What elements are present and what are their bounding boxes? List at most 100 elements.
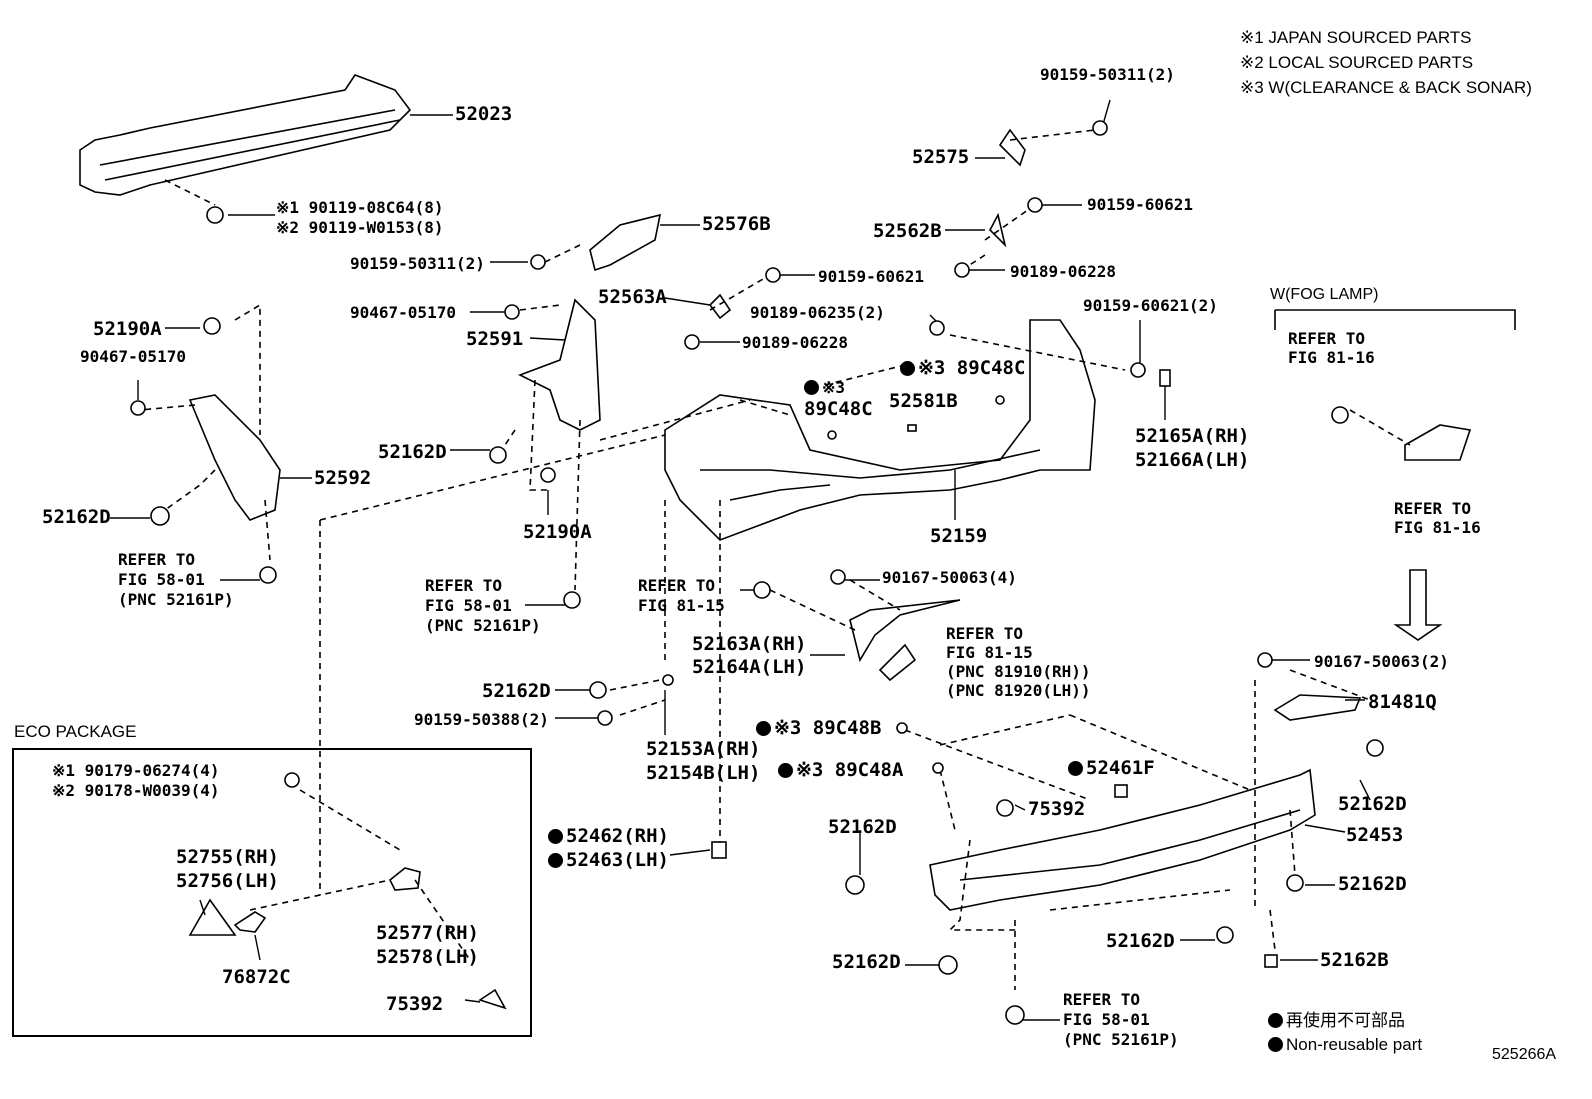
legend-jp: 再使用不可部品 (1268, 1009, 1405, 1033)
part-52162b[interactable]: 52162B (1320, 949, 1389, 971)
part-52162d-6[interactable]: 52162D (828, 816, 897, 838)
part-52755-rh[interactable]: 52755(RH) (176, 846, 279, 868)
note-local-sourced: ※2 LOCAL SOURCED PARTS (1240, 53, 1474, 72)
note-sonar: ※3 W(CLEARANCE & BACK SONAR) (1240, 78, 1532, 97)
part-52562b[interactable]: 52562B (873, 220, 942, 242)
part-52463-lh[interactable]: 52463(LH) (548, 849, 669, 871)
part-52023[interactable]: 52023 (455, 103, 513, 125)
part-90159-50311-right[interactable]: 90159-50311(2) (1040, 65, 1175, 84)
note-japan-sourced: ※1 JAPAN SOURCED PARTS (1240, 28, 1472, 47)
part-75392-main[interactable]: 75392 (1028, 798, 1086, 820)
part-90159-60621-mid[interactable]: 90159-60621 (818, 267, 924, 286)
part-52591[interactable]: 52591 (466, 328, 524, 350)
part-75392-eco[interactable]: 75392 (386, 993, 444, 1015)
part-52166a-lh[interactable]: 52166A(LH) (1135, 449, 1250, 471)
part-52592[interactable]: 52592 (314, 467, 372, 489)
refer-81-16-a-line1: REFER TO (1288, 329, 1366, 348)
refer-58-01-a-line1: REFER TO (118, 550, 196, 569)
part-89c48b[interactable]: ※3 89C48B (756, 717, 881, 739)
eco-package-box (12, 748, 532, 1037)
refer-58-01-a-line3: (PNC 52161P) (118, 590, 234, 609)
part-89c48a[interactable]: ※3 89C48A (778, 759, 903, 781)
part-52756-lh[interactable]: 52756(LH) (176, 870, 279, 892)
part-52461f[interactable]: 52461F (1068, 757, 1155, 779)
part-52162d-1[interactable]: 52162D (378, 441, 447, 463)
refer-81-16-b-line2[interactable]: FIG 81-16 (1394, 518, 1481, 537)
refer-58-01-c-line1: REFER TO (1063, 990, 1141, 1009)
legend-en: Non-reusable part (1268, 1033, 1422, 1057)
refer-58-01-c-line3: (PNC 52161P) (1063, 1030, 1179, 1049)
part-90159-50311-left[interactable]: 90159-50311(2) (350, 254, 485, 273)
part-52576b[interactable]: 52576B (702, 213, 771, 235)
part-89c48c-left[interactable]: 89C48C (804, 398, 873, 420)
fog-lamp-cover-part (1273, 694, 1362, 721)
part-52575[interactable]: 52575 (912, 146, 970, 168)
part-52578-lh[interactable]: 52578(LH) (376, 946, 479, 968)
part-52581b[interactable]: 52581B (889, 390, 958, 412)
part-90178-w0039[interactable]: ※2 90178-W0039(4) (52, 781, 220, 800)
non-reusable-dot-icon (1268, 1013, 1283, 1028)
non-reusable-dot-icon (1268, 1037, 1283, 1052)
refer-58-01-a-line2[interactable]: FIG 58-01 (118, 570, 205, 589)
part-52164a-lh[interactable]: 52164A(LH) (692, 656, 807, 678)
refer-81-15-b-line1: REFER TO (946, 624, 1024, 643)
refer-81-15-b-line2[interactable]: FIG 81-15 (946, 643, 1033, 662)
refer-81-16-b-line1: REFER TO (1394, 499, 1472, 518)
part-52162d-8[interactable]: 52162D (1106, 930, 1175, 952)
refer-81-15-a-line2[interactable]: FIG 81-15 (638, 596, 725, 615)
part-52154b-lh[interactable]: 52154B(LH) (646, 762, 761, 784)
part-90167-50063-4[interactable]: 90167-50063(4) (882, 568, 1017, 587)
non-reusable-dot-icon (1068, 761, 1083, 776)
part-52153a-rh[interactable]: 52153A(RH) (646, 738, 761, 760)
part-90189-06235[interactable]: 90189-06235(2) (750, 303, 885, 322)
refer-58-01-b-line1: REFER TO (425, 576, 503, 595)
non-reusable-dot-icon (900, 361, 915, 376)
non-reusable-dot-icon (756, 721, 771, 736)
part-52162d-3[interactable]: 52162D (482, 680, 551, 702)
part-81481q[interactable]: 81481Q (1368, 691, 1437, 713)
part-52162d-5[interactable]: 52162D (1338, 873, 1407, 895)
part-90167-50063-2[interactable]: 90167-50063(2) (1314, 652, 1449, 671)
refer-58-01-b-line2[interactable]: FIG 58-01 (425, 596, 512, 615)
part-52453[interactable]: 52453 (1346, 824, 1404, 846)
part-52159[interactable]: 52159 (930, 525, 988, 547)
part-76872c[interactable]: 76872C (222, 966, 291, 988)
refer-81-16-a-line2[interactable]: FIG 81-16 (1288, 348, 1375, 367)
eco-package-title: ECO PACKAGE (14, 722, 137, 741)
part-90467-05170-left[interactable]: 90467-05170 (80, 347, 186, 366)
part-52462-rh[interactable]: 52462(RH) (548, 825, 669, 847)
part-52162d-7[interactable]: 52162D (832, 951, 901, 973)
part-52162d-4[interactable]: 52162D (1338, 793, 1407, 815)
part-52165a-rh[interactable]: 52165A(RH) (1135, 425, 1250, 447)
part-52563a[interactable]: 52563A (598, 286, 667, 308)
fog-lamp-label: W(FOG LAMP) (1270, 286, 1379, 303)
non-reusable-dot-icon (804, 380, 819, 395)
part-90179-06274[interactable]: ※1 90179-06274(4) (52, 761, 220, 780)
part-52190a-mid[interactable]: 52190A (523, 521, 592, 543)
part-90189-06228-left[interactable]: 90189-06228 (742, 333, 848, 352)
part-90159-60621-2[interactable]: 90159-60621(2) (1083, 296, 1218, 315)
part-89c48c-right[interactable]: ※3 89C48C (900, 357, 1025, 379)
refer-81-15-b-line4: (PNC 81920(LH)) (946, 681, 1091, 700)
bumper-cover-part (664, 319, 1096, 541)
part-90119-08c64[interactable]: ※1 90119-08C64(8) (276, 198, 444, 217)
part-90467-05170-mid[interactable]: 90467-05170 (350, 303, 456, 322)
side-reflector-part (849, 599, 961, 663)
reinforcement-beam-part (79, 74, 412, 196)
part-52577-rh[interactable]: 52577(RH) (376, 922, 479, 944)
part-90159-50388[interactable]: 90159-50388(2) (414, 710, 549, 729)
part-52190a-left[interactable]: 52190A (93, 318, 162, 340)
part-90189-06228-right[interactable]: 90189-06228 (1010, 262, 1116, 281)
refer-58-01-c-line2[interactable]: FIG 58-01 (1063, 1010, 1150, 1029)
part-89c48c-left-note[interactable]: ※3 (804, 376, 845, 398)
down-arrow-icon (1393, 569, 1443, 641)
lower-garnish-part (929, 768, 1316, 911)
bracket-parts (188, 128, 1472, 521)
part-90119-w0153[interactable]: ※2 90119-W0153(8) (276, 218, 444, 237)
part-52162d-2[interactable]: 52162D (42, 506, 111, 528)
non-reusable-dot-icon (548, 829, 563, 844)
non-reusable-dot-icon (778, 763, 793, 778)
part-52163a-rh[interactable]: 52163A(RH) (692, 633, 807, 655)
part-90159-60621-top[interactable]: 90159-60621 (1087, 195, 1193, 214)
